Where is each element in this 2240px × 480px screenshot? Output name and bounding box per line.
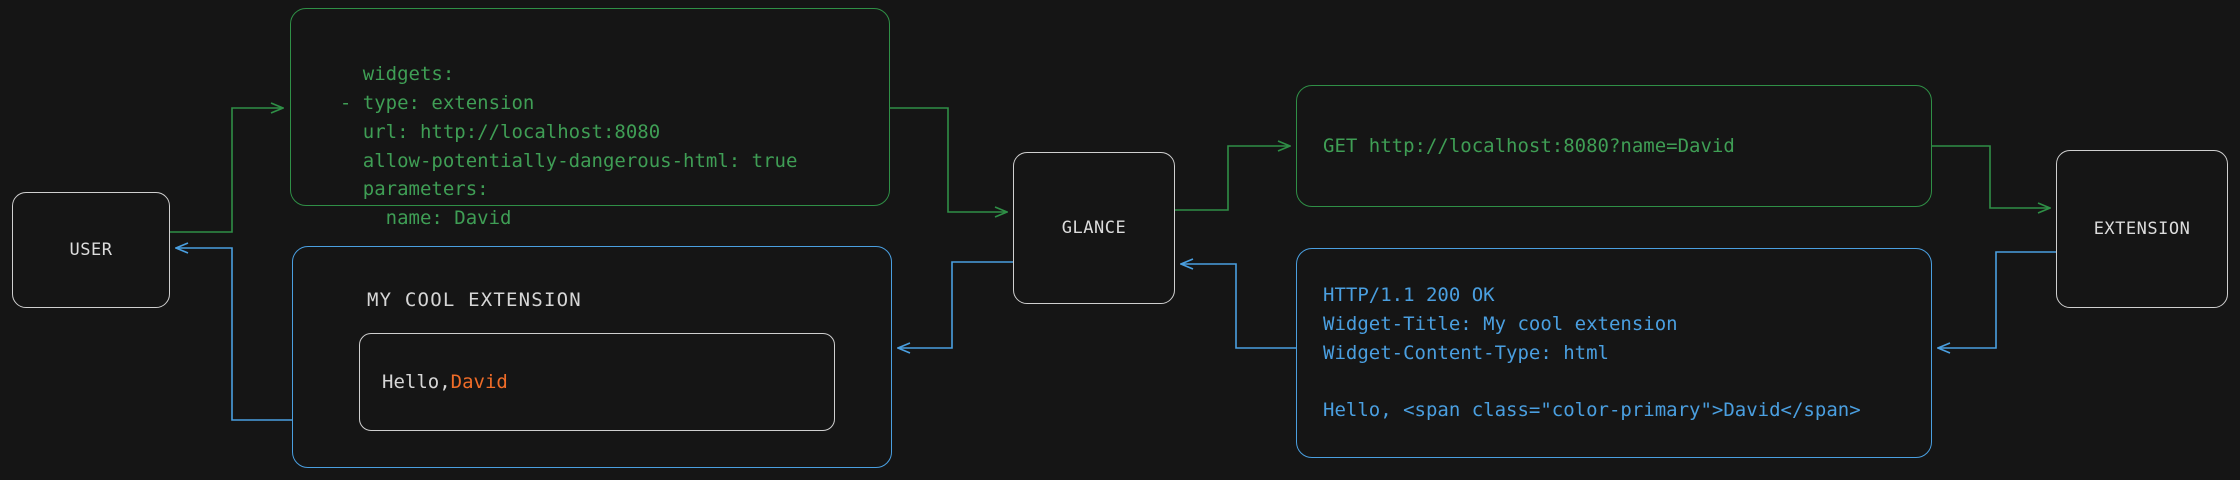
connector-response-to-glance xyxy=(1182,264,1296,349)
widget-name-value: David xyxy=(450,371,508,393)
node-extension-label: EXTENSION xyxy=(2093,219,2191,239)
node-user-label: USER xyxy=(69,240,113,260)
node-user[interactable]: USER xyxy=(12,192,170,308)
http-response-block: HTTP/1.1 200 OK Widget-Title: My cool ex… xyxy=(1296,248,1932,458)
connector-widget-to-user xyxy=(177,248,292,421)
widget-preview-card: Hello, David xyxy=(359,333,835,431)
widget-greeting-text: Hello, xyxy=(382,371,451,393)
http-response-text: HTTP/1.1 200 OK Widget-Title: My cool ex… xyxy=(1323,283,1861,422)
connector-extension-to-response xyxy=(1939,251,2056,348)
widget-preview-title: MY COOL EXTENSION xyxy=(367,289,582,311)
yaml-config-text: widgets: - type: extension url: http://l… xyxy=(339,62,798,230)
node-glance[interactable]: GLANCE xyxy=(1013,152,1175,304)
node-glance-label: GLANCE xyxy=(1061,218,1127,238)
connector-glance-to-widget xyxy=(899,261,1013,348)
http-request-block: GET http://localhost:8080?name=David xyxy=(1296,85,1932,207)
node-extension[interactable]: EXTENSION xyxy=(2056,150,2228,308)
connector-glance-to-request xyxy=(1175,146,1289,211)
http-request-text: GET http://localhost:8080?name=David xyxy=(1323,134,1735,157)
connector-request-to-extension xyxy=(1932,145,2049,208)
yaml-config-block: widgets: - type: extension url: http://l… xyxy=(290,8,890,229)
widget-preview-block: MY COOL EXTENSION Hello, David xyxy=(292,246,892,468)
connector-yaml-to-glance xyxy=(890,107,1006,212)
connector-user-to-yaml xyxy=(170,108,282,233)
